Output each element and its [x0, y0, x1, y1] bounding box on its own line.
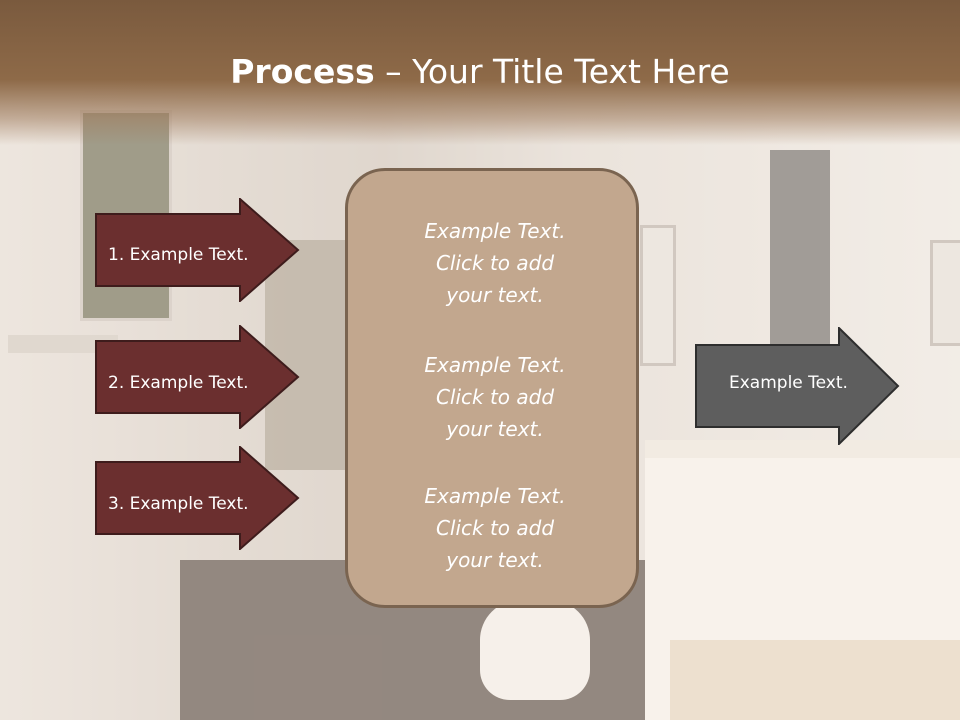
left-arrow-1[interactable]: 1. Example Text.	[95, 198, 300, 302]
title-rest: – Your Title Text Here	[374, 52, 730, 91]
arrow-shape	[95, 198, 300, 302]
background-window	[770, 150, 830, 360]
right-arrow[interactable]: Example Text.	[695, 327, 900, 445]
arrow-shape	[95, 446, 300, 550]
center-text-box[interactable]: Example Text. Click to add your text. Ex…	[345, 168, 639, 608]
background-counter	[670, 640, 960, 720]
right-arrow-label: Example Text.	[729, 373, 848, 393]
block-line: your text.	[446, 548, 544, 572]
center-block-3: Example Text. Click to add your text.	[348, 480, 642, 576]
left-arrow-label: 1. Example Text.	[108, 245, 249, 265]
slide-title[interactable]: Process – Your Title Text Here	[0, 52, 960, 91]
left-arrow-label: 2. Example Text.	[108, 373, 249, 393]
background-mirror-right	[930, 240, 960, 346]
block-line: your text.	[446, 417, 544, 441]
left-arrow-3[interactable]: 3. Example Text.	[95, 446, 300, 550]
background-mirror	[640, 225, 676, 366]
block-line: Example Text.	[424, 219, 566, 243]
arrow-shape	[95, 325, 300, 429]
center-block-1: Example Text. Click to add your text.	[348, 215, 642, 311]
block-line: your text.	[446, 283, 544, 307]
block-line: Click to add	[435, 516, 555, 540]
arrow-shape	[695, 327, 900, 445]
block-line: Click to add	[435, 251, 555, 275]
background-toilet	[480, 600, 590, 700]
title-bar	[0, 0, 960, 145]
center-block-2: Example Text. Click to add your text.	[348, 349, 642, 445]
background-towel-bar	[8, 335, 118, 353]
background-ship-painting	[265, 240, 345, 470]
block-line: Example Text.	[424, 353, 566, 377]
block-line: Example Text.	[424, 484, 566, 508]
title-bold: Process	[230, 52, 375, 91]
block-line: Click to add	[435, 385, 555, 409]
left-arrow-2[interactable]: 2. Example Text.	[95, 325, 300, 429]
left-arrow-label: 3. Example Text.	[108, 494, 249, 514]
